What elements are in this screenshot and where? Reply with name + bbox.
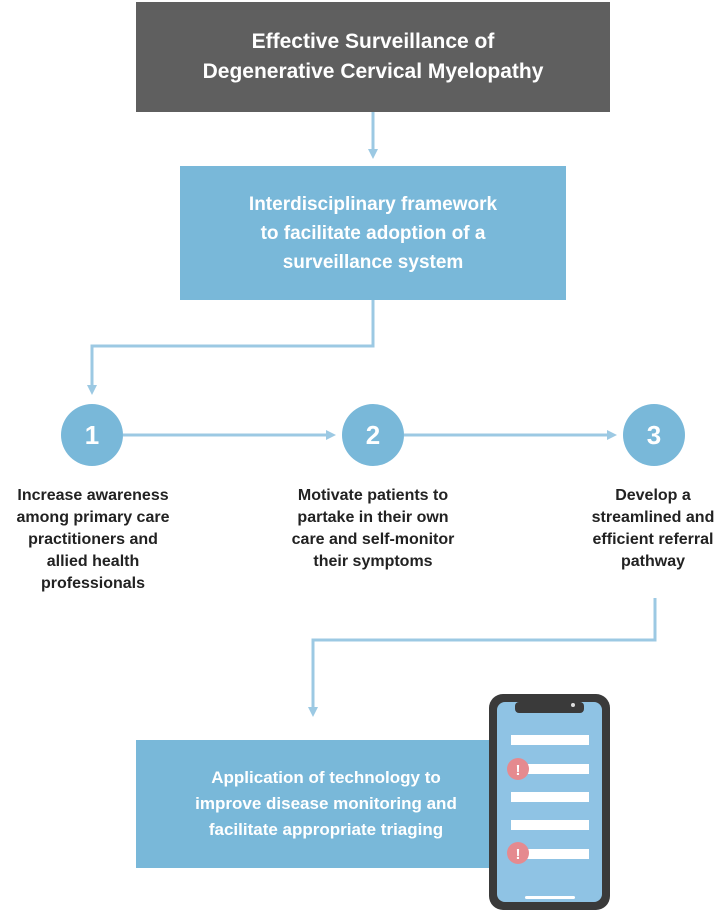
step-3-circle: 3: [623, 404, 685, 466]
framework-line-1: Interdisciplinary framework: [248, 193, 498, 215]
step-1-line: practitioners and: [28, 531, 158, 548]
step-3-number: 3: [646, 419, 662, 450]
step-1-text: Increase awareness among primary care pr…: [0, 485, 186, 595]
step-2-line: partake in their own: [297, 509, 449, 526]
step-3-line: streamlined and: [591, 509, 715, 526]
framework-line-3: surveillance system: [282, 251, 464, 273]
step-2-line: care and self-monitor: [291, 531, 455, 548]
step-1-circle: 1: [61, 404, 123, 466]
step-3-line: Develop a: [615, 487, 691, 504]
arrow-step3-to-technology: [308, 598, 657, 717]
technology-line-2: improve disease monitoring and: [195, 794, 457, 813]
step-3-line: pathway: [620, 553, 685, 570]
title-line-2: Degenerative Cervical Myelopathy: [202, 60, 544, 83]
step-1-number: 1: [84, 419, 100, 450]
technology-line-3: facilitate appropriate triaging: [208, 820, 444, 839]
technology-box: Application of technology to improve dis…: [136, 740, 536, 868]
framework-line-2: to facilitate adoption of a: [260, 222, 486, 244]
title-box: Effective Surveillance of Degenerative C…: [136, 2, 610, 112]
step-2-line: their symptoms: [313, 553, 433, 570]
step-2-number: 2: [365, 419, 381, 450]
step-2-text: Motivate patients to partake in their ow…: [270, 485, 476, 573]
technology-line-1: Application of technology to: [211, 768, 441, 787]
step-1-line: allied health: [46, 553, 140, 570]
title-line-1: Effective Surveillance of: [251, 30, 495, 53]
step-2-circle: 2: [342, 404, 404, 466]
step-2-line: Motivate patients to: [297, 487, 449, 504]
step-1-line: Increase awareness: [17, 487, 169, 504]
step-1-line: among primary care: [16, 509, 170, 526]
framework-box: Interdisciplinary framework to facilitat…: [180, 166, 566, 300]
arrow-framework-to-step1: [87, 300, 375, 395]
step-1-line: professionals: [40, 575, 146, 592]
step-3-text: Develop a streamlined and efficient refe…: [578, 485, 728, 573]
step-3-line: efficient referral: [592, 531, 714, 548]
